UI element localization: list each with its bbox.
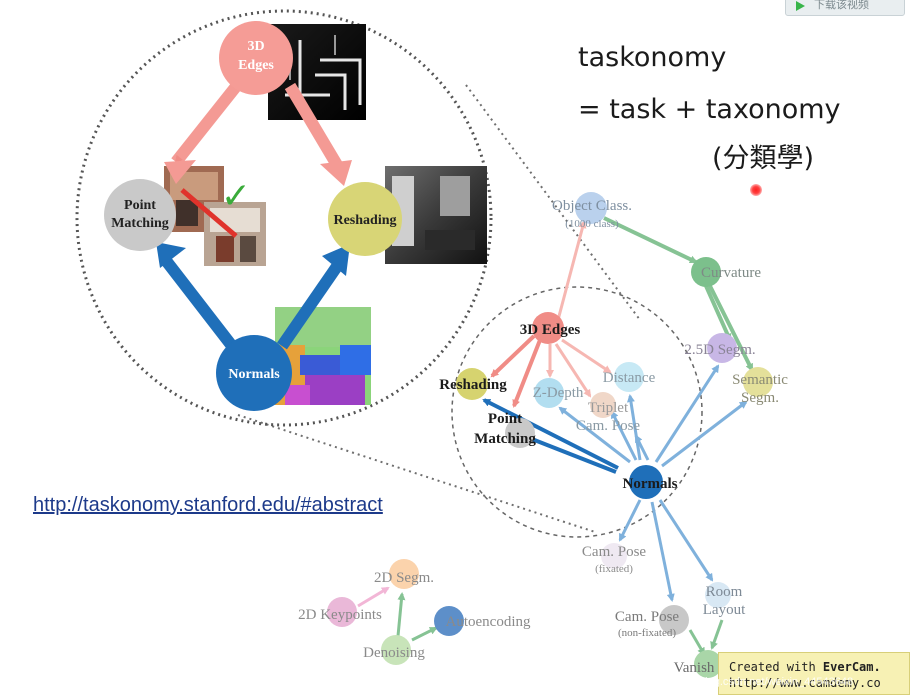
zoom-node-reshading (328, 182, 402, 256)
node-point-matching (505, 418, 535, 448)
title-taskonomy: taskonomy (578, 42, 727, 73)
node-z-depth (534, 378, 564, 408)
label-2d-keypoints: 2D Keypoints (298, 607, 382, 623)
node-triplet (590, 392, 616, 418)
label-campose-fixated-sub: (fixated) (595, 563, 633, 575)
title-equation: = task + taxonomy (578, 94, 841, 125)
label-autoencoding: Autoencoding (446, 614, 531, 630)
label-reshading: Reshading (439, 377, 507, 393)
label-denoising: Denoising (363, 645, 425, 661)
label-campose: Cam. Pose (576, 418, 641, 434)
graph-labels: Object Class. (1000 class) Curvature 3D … (298, 198, 788, 676)
evercam-badge: Created with EverCam. http://www.camdemy… (718, 652, 910, 695)
graph-edges (357, 216, 754, 656)
label-campose-nonfixated: Cam. Pose (615, 609, 680, 625)
node-curvature (691, 257, 721, 287)
node-reshading (456, 368, 488, 400)
node-room-layout (705, 582, 731, 608)
badge-url: http://www.camdemy.co (729, 676, 881, 690)
label-z-depth: Z-Depth (533, 385, 584, 401)
zoom-arrowhead-b (320, 160, 352, 186)
zoom-node-3d-edges (219, 21, 293, 95)
label-campose-nonfixated-sub: (non-fixated) (618, 627, 676, 639)
play-icon (796, 1, 805, 11)
graph-nodes (327, 192, 773, 678)
mismatch-line (180, 188, 238, 238)
label-normals: Normals (623, 476, 678, 492)
watermark: https://blog.csdn.net/weixin_44543648 (666, 676, 854, 688)
node-autoencoding (434, 606, 464, 636)
zoom-arrow-edges-to-pm (171, 80, 243, 166)
badge-prefix: Created with (729, 660, 823, 674)
zoom-circle (75, 9, 493, 427)
node-object-class (575, 192, 607, 224)
label-matching: Matching (474, 431, 536, 447)
label-segm: Segm. (741, 390, 779, 406)
node-campose-fixated (601, 543, 627, 569)
checkmark-icon: ✓ (221, 176, 251, 217)
normals-image (275, 307, 371, 405)
node-campose-nonfixated (659, 605, 689, 635)
label-object-class: Object Class. (552, 198, 632, 214)
node-vanish (694, 650, 722, 678)
title-chinese: (分類學) (712, 143, 815, 174)
label-point: Point (488, 411, 522, 427)
zoom-node-point-matching (104, 179, 176, 251)
download-video-label: 下载该视频 (814, 0, 869, 11)
label-vanish: Vanish (674, 660, 715, 676)
label-distance: Distance (603, 370, 656, 386)
label-triplet: Triplet (588, 400, 629, 416)
graph-focus-circle (451, 286, 703, 538)
label-3d-edges: 3D Edges (520, 322, 581, 338)
zoom-arrow-edges-to-reshading (284, 82, 346, 174)
label-curvature: Curvature (701, 265, 761, 281)
zoom-arrowhead-d (322, 244, 350, 276)
label-room: Room (706, 584, 743, 600)
zoom-arrow-normals-to-reshading (277, 258, 345, 350)
label-2-5d-segm: 2.5D Segm. (684, 342, 755, 358)
zoom-arrowhead-a (164, 160, 196, 184)
taskonomy-link[interactable]: http://taskonomy.stanford.edu/#abstract (33, 494, 383, 516)
node-semantic-segm (743, 367, 773, 397)
zoom-label-normals: Normals (228, 367, 280, 382)
zoom-connector-bottom (237, 414, 596, 533)
label-2d-segm: 2D Segm. (374, 570, 434, 586)
node-normals (629, 465, 663, 499)
download-video-button[interactable]: 下载该视频 (785, 0, 905, 16)
zoom-connector-top (465, 84, 641, 321)
node-3d-edges (532, 312, 564, 344)
node-2-5d-segm (707, 333, 737, 363)
node-2d-segm (389, 559, 419, 589)
zoom-node-normals (216, 335, 292, 411)
label-object-class-sub: (1000 class) (565, 218, 619, 230)
node-distance (614, 362, 644, 392)
laser-pointer-dot (750, 184, 762, 196)
badge-brand: EverCam. (822, 660, 881, 674)
node-denoising (381, 635, 411, 665)
node-2d-keypoints (327, 597, 357, 627)
label-campose-fixated: Cam. Pose (582, 544, 647, 560)
label-semantic: Semantic (732, 372, 788, 388)
label-layout: Layout (703, 602, 746, 618)
zoom-arrowhead-c (156, 242, 186, 268)
zoom-label-reshading: Reshading (333, 213, 396, 228)
zoom-arrow-normals-to-pm (159, 254, 237, 350)
